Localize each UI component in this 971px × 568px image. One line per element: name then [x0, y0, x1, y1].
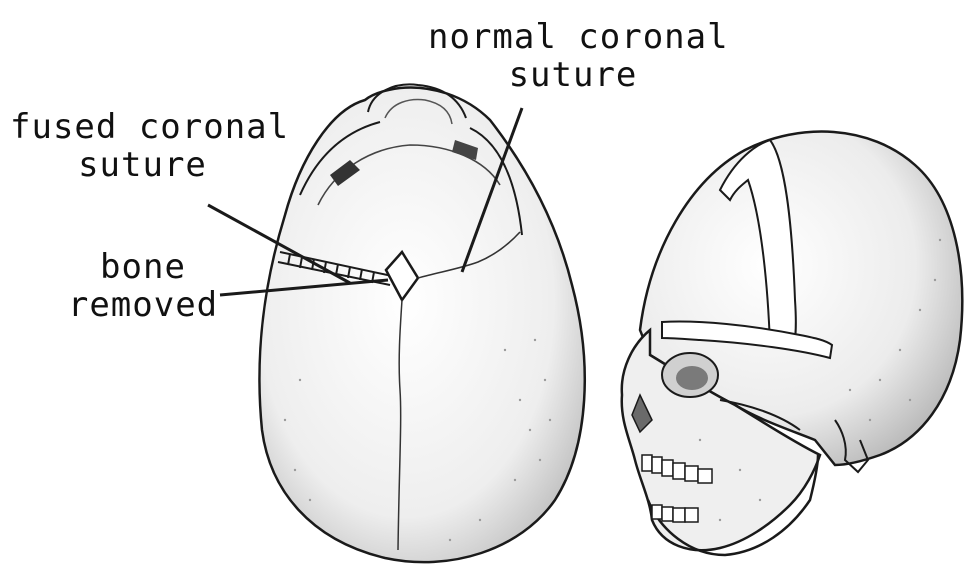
label-bone-removed-line1: bone [58, 248, 228, 286]
label-fused-coronal-line1: fused coronal [10, 108, 275, 146]
top-view-skull [259, 84, 584, 562]
label-fused-coronal-suture: fused coronal suture [10, 108, 275, 184]
label-normal-coronal-suture: normal coronal suture [428, 18, 718, 94]
top-skull-outline [259, 87, 584, 562]
side-view-skull [622, 132, 963, 555]
side-skull-orbit-inner [676, 366, 708, 390]
label-normal-coronal-line1: normal coronal [428, 18, 718, 56]
label-normal-coronal-line2: suture [428, 56, 718, 94]
side-skull-lower-teeth [652, 505, 698, 522]
label-bone-removed-line2: removed [58, 286, 228, 324]
label-fused-coronal-line2: suture [10, 146, 275, 184]
label-bone-removed: bone removed [58, 248, 228, 324]
